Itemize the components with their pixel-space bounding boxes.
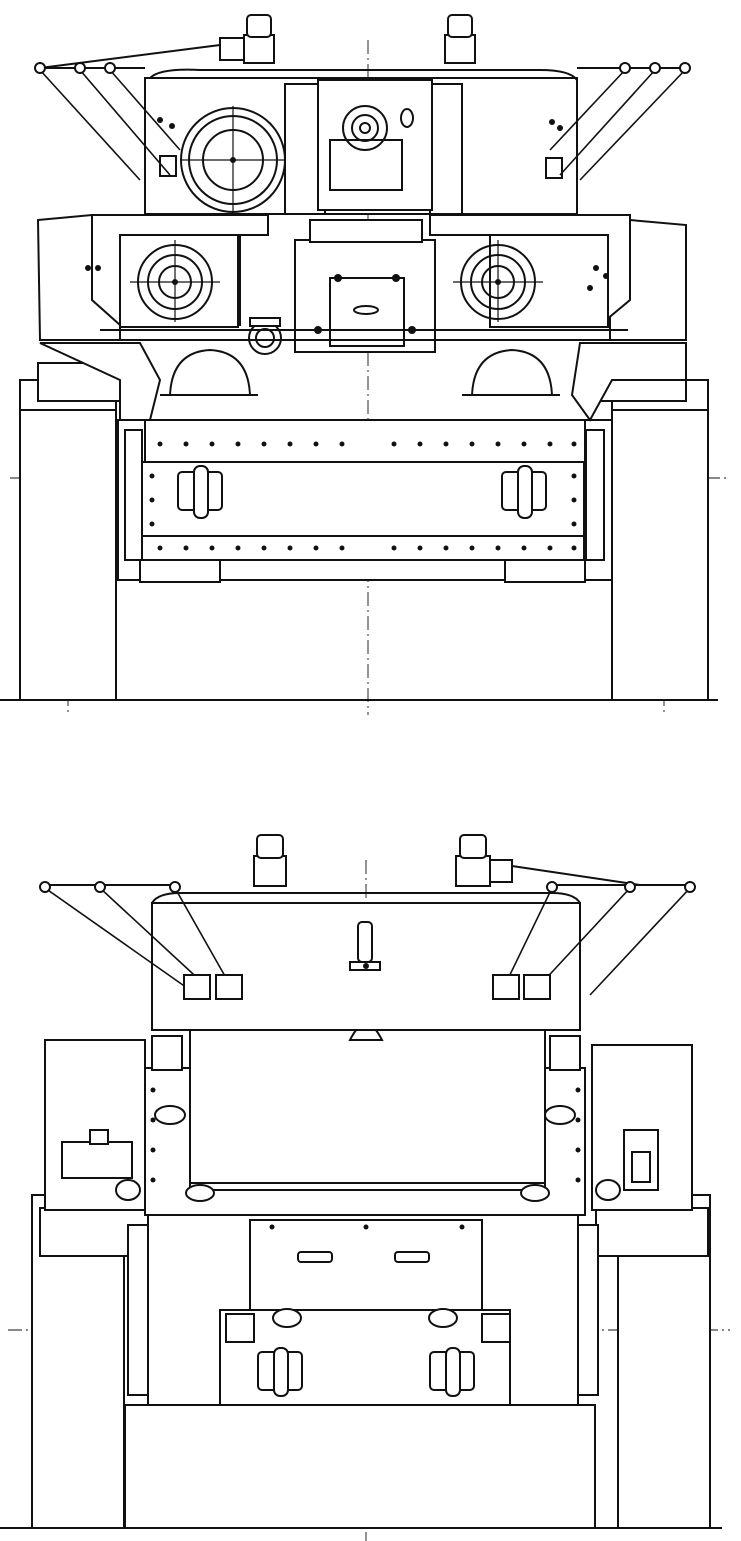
rear-engine-deck — [144, 1023, 586, 1216]
rear-turret — [151, 892, 581, 1031]
front-view — [0, 14, 730, 715]
front-cupola-right — [444, 14, 476, 64]
front-sponson-left — [36, 213, 269, 341]
rear-side-tank-left — [44, 1039, 146, 1211]
rear-cupola-left — [253, 834, 287, 887]
front-tow-hook-left — [177, 465, 223, 519]
front-cupola-left — [219, 14, 275, 64]
front-mudguard-struts-left — [34, 44, 221, 181]
front-mudguard-struts-right — [549, 62, 691, 181]
rear-tow-hook-right — [429, 1347, 475, 1397]
rear-right-track — [595, 1194, 711, 1529]
front-tow-hook-right — [501, 465, 547, 519]
front-headlight-left — [160, 348, 258, 396]
rear-view — [0, 834, 730, 1541]
rear-lower-hull — [124, 1214, 599, 1529]
rear-mudguard-struts-left — [39, 881, 243, 1000]
front-headlight-right — [462, 348, 560, 396]
rear-cupola-right — [455, 834, 513, 887]
rear-tow-hook-left — [257, 1347, 303, 1397]
rear-mudguard-struts-right — [492, 865, 696, 1000]
front-driver-hatch — [294, 219, 436, 353]
front-lower-hull — [117, 419, 613, 583]
front-main-turret — [144, 68, 578, 215]
front-gun-mantlet — [180, 106, 286, 214]
front-mg-mount — [248, 317, 282, 355]
rear-side-tank-right — [591, 1044, 693, 1211]
front-sponson-right — [429, 214, 687, 341]
